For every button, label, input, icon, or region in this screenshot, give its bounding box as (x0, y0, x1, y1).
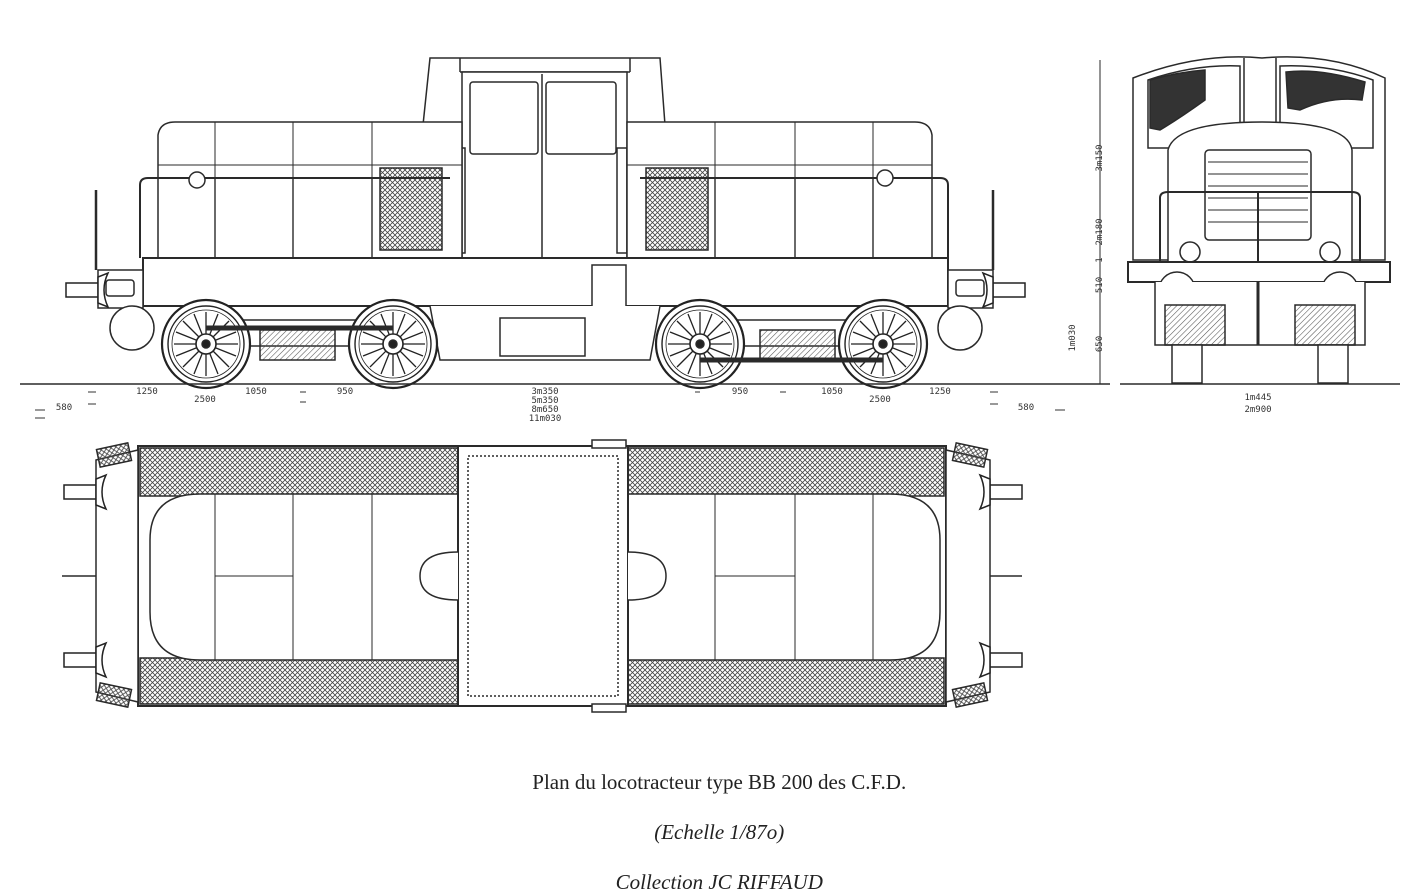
cab-window-right (545, 81, 617, 155)
dim-950-right: 950 (732, 387, 748, 397)
cab-window-left (469, 81, 539, 155)
dim-center-1: 3m350 (531, 387, 558, 397)
dim-v-5: 1m030 (1068, 324, 1078, 351)
lamp-right (876, 169, 894, 187)
walkway-bottom-right (627, 657, 945, 705)
end-elevation (1099, 56, 1400, 385)
dim-v-3: 1 (1095, 257, 1105, 262)
side-elevation (20, 57, 1110, 390)
end-dimensions: 3m150 2m180 1 510 1m030 650 1m445 2m900 (1068, 144, 1272, 415)
dim-h-2: 2m900 (1244, 405, 1271, 415)
grille-right (645, 167, 709, 251)
dim-v-2: 2m180 (1095, 218, 1105, 245)
dim-center-4: 11m030 (529, 414, 562, 424)
lamp-left (188, 171, 206, 189)
plan-view (62, 439, 1023, 713)
caption-collection: Collection JC RIFFAUD (615, 870, 823, 894)
dim-2500-left: 2500 (194, 395, 216, 405)
dim-v-6: 650 (1095, 336, 1105, 352)
dim-2500-right: 2500 (869, 395, 891, 405)
main-frame (142, 257, 949, 307)
hood-plan-left (149, 493, 458, 661)
dim-1050-left: 1050 (245, 387, 267, 397)
dim-v-4: 510 (1095, 277, 1105, 293)
hood-plan-right (628, 493, 941, 661)
dim-580-left: 580 (56, 403, 72, 413)
dim-1250-left: 1250 (136, 387, 158, 397)
cab (461, 71, 628, 259)
dim-center-3: 8m650 (531, 405, 558, 415)
dim-1050-right: 1050 (821, 387, 843, 397)
dim-950-left: 950 (337, 387, 353, 397)
walkway-top-right (627, 447, 945, 497)
walkway-top-left (139, 447, 459, 497)
dim-h-1: 1m445 (1244, 393, 1271, 403)
cab-roof-plan (457, 445, 629, 707)
dim-v-1: 3m150 (1095, 144, 1105, 171)
walkway-bottom-left (139, 657, 459, 705)
caption-main: Plan du locotracteur type BB 200 des C.F… (532, 770, 907, 794)
dim-center-2: 5m350 (531, 396, 558, 406)
figure-caption: Plan du locotracteur type BB 200 des C.F… (0, 745, 1428, 895)
caption-scale: (Echelle 1/87o) (654, 820, 785, 844)
locomotive-plan-drawing: 1250 2500 1050 950 580 3m350 5m350 8m650… (20, 56, 1400, 713)
dim-580-right: 580 (1018, 403, 1034, 413)
dim-1250-right: 1250 (929, 387, 951, 397)
side-dimensions: 1250 2500 1050 950 580 3m350 5m350 8m650… (56, 387, 1034, 424)
grille-left (379, 167, 443, 251)
